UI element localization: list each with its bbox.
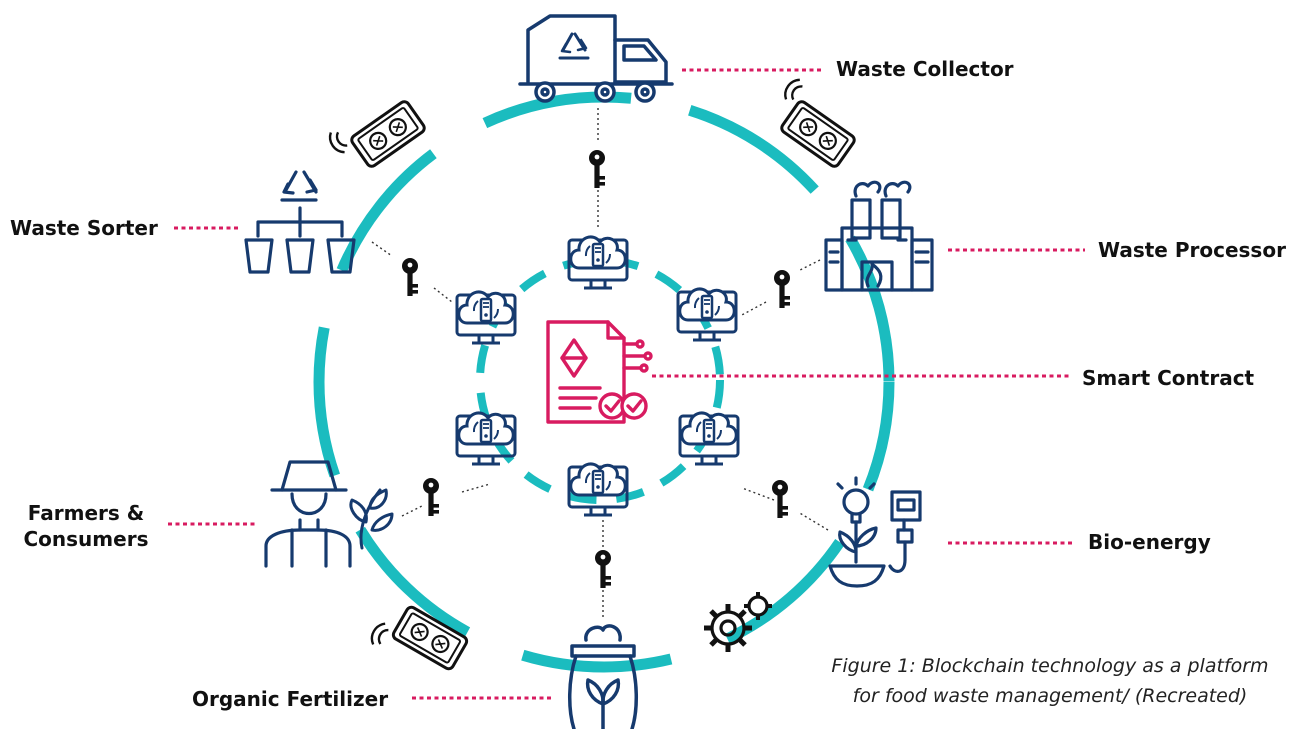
label-waste-sorter: Waste Sorter: [10, 216, 158, 240]
connector-lines: [371, 108, 829, 620]
cloud-computer-icon: [567, 462, 629, 517]
label-waste-collector: Waste Collector: [836, 57, 1014, 81]
recycle-sorting-icon: [244, 170, 356, 274]
power-socket-icon: [888, 490, 922, 573]
cloud-computer-icon: [455, 411, 517, 466]
label-farmers-line1: Farmers &: [27, 501, 145, 525]
caption-line2: for food waste management/ (Recreated): [852, 685, 1248, 707]
cloud-computer-icon: [676, 287, 738, 342]
bulb-plant-icon: [828, 476, 886, 588]
cloud-computer-icon: [678, 411, 740, 466]
key-icon: [589, 150, 605, 188]
smartphone-nfc-icon: [366, 594, 470, 686]
label-waste-processor: Waste Processor: [1098, 238, 1286, 262]
key-icon: [774, 270, 790, 308]
plant-icon: [349, 488, 394, 550]
key-icon: [595, 550, 611, 588]
garbage-truck-icon: [518, 14, 674, 103]
farmer-icon: [264, 460, 352, 568]
figure-caption: Figure 1: Blockchain technology as a pla…: [804, 651, 1296, 711]
label-bio-energy: Bio-energy: [1088, 530, 1211, 554]
smart-contract-icon: [546, 320, 653, 424]
key-icon: [423, 478, 439, 516]
label-farmers-consumers: Farmers & Consumers: [16, 500, 156, 552]
key-icon: [772, 480, 788, 518]
caption-line1: Figure 1: Blockchain technology as a pla…: [831, 655, 1269, 677]
label-smart-contract: Smart Contract: [1082, 366, 1255, 390]
label-farmers-line2: Consumers: [23, 527, 149, 551]
label-organic-fertilizer: Organic Fertilizer: [192, 687, 389, 711]
cloud-computer-icon: [567, 235, 629, 290]
inner-ring: [476, 256, 724, 504]
leader-lines: [168, 68, 1085, 700]
cloud-computer-icon: [455, 290, 517, 345]
gears-icon: [704, 592, 772, 652]
factory-icon: [824, 180, 934, 292]
key-icon: [402, 258, 418, 296]
fertilizer-bag-icon: [567, 624, 639, 729]
